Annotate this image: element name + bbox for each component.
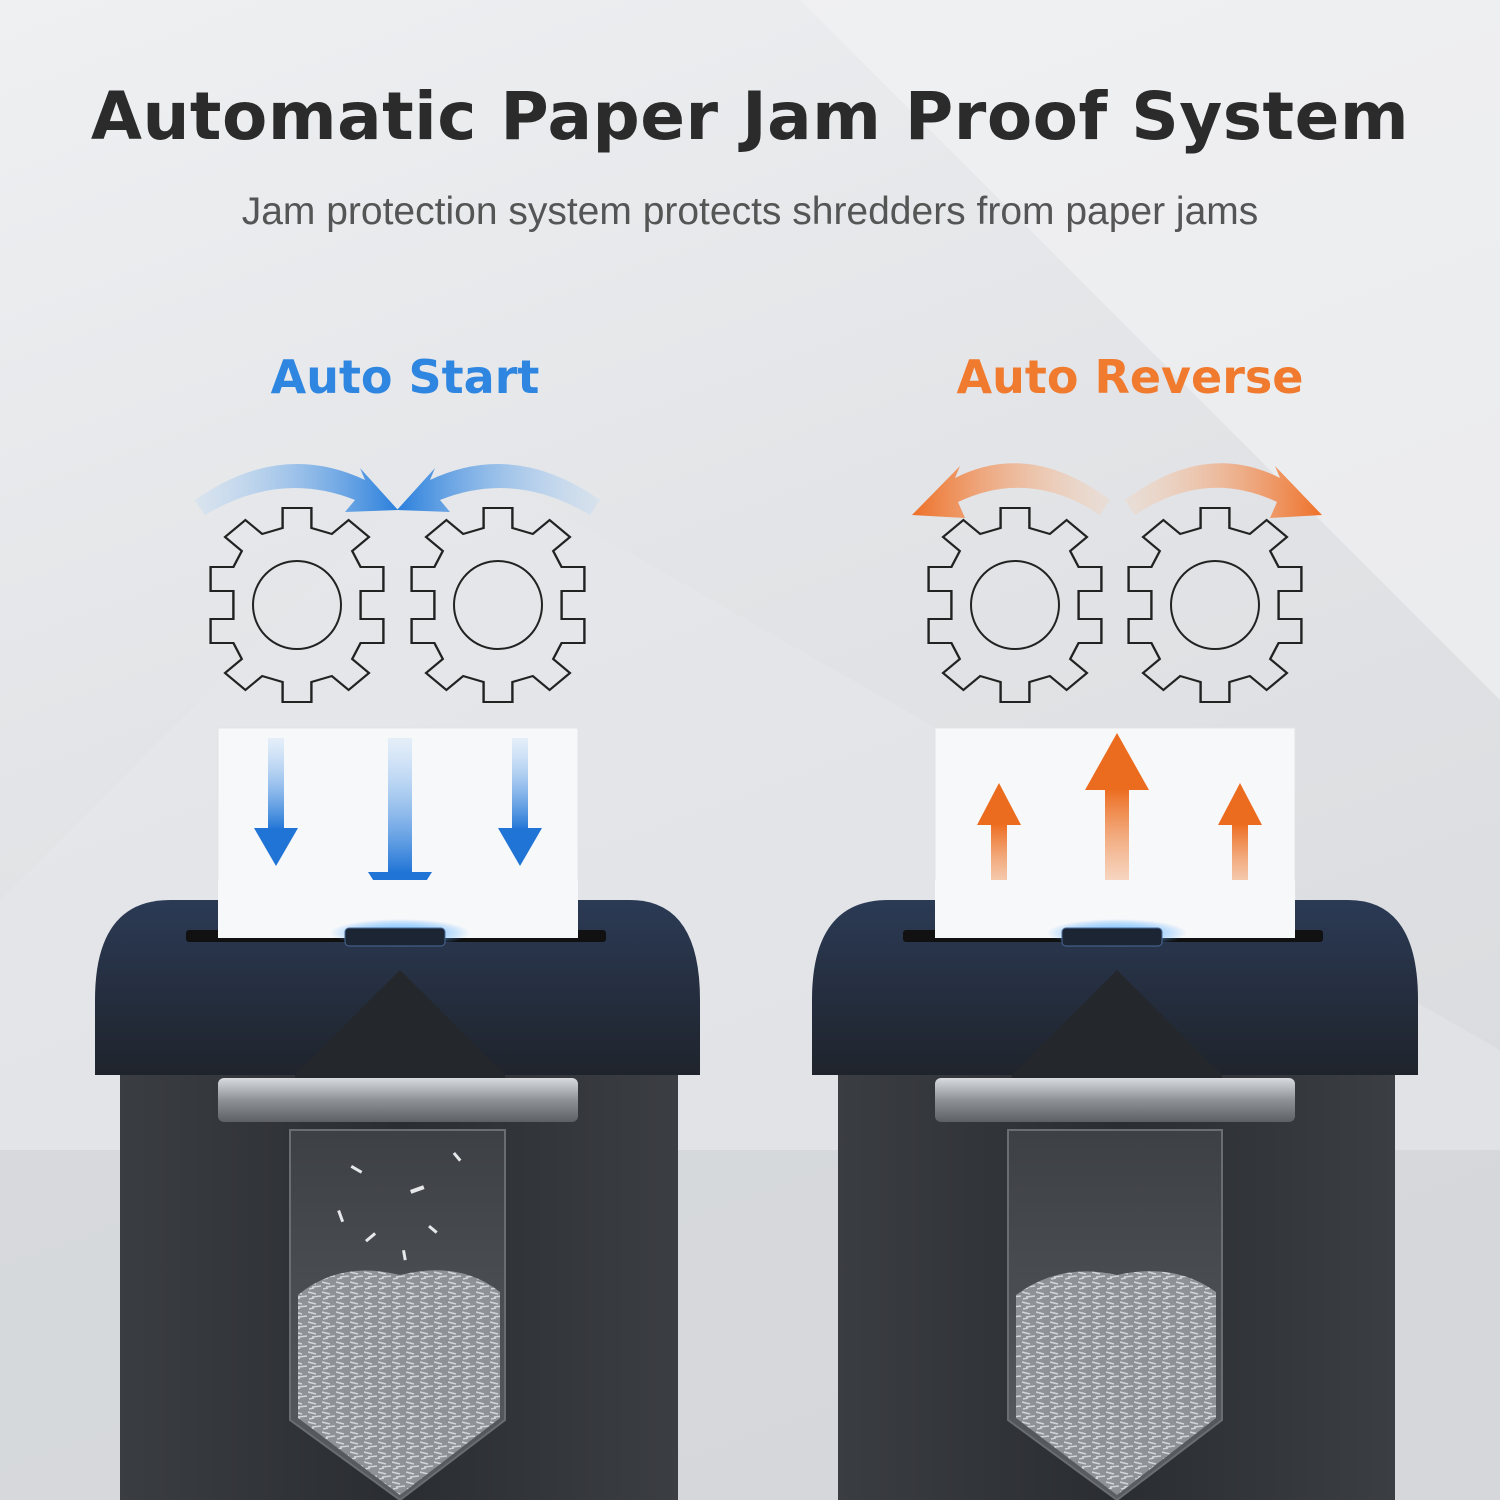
- gear-icon: [410, 507, 586, 703]
- page-title: Automatic Paper Jam Proof System: [90, 78, 1410, 155]
- rotation-arrow-icon: [397, 464, 600, 515]
- handle: [935, 1078, 1295, 1122]
- auto-reverse-panel: [812, 463, 1418, 1500]
- auto-reverse-label: Auto Reverse: [956, 350, 1304, 404]
- gear-icon: [209, 507, 385, 703]
- rotation-arrow-icon: [195, 464, 398, 515]
- feed-arrow-icon: [254, 738, 298, 866]
- paper-shredder: [95, 880, 700, 1500]
- gear-icon: [1127, 507, 1303, 703]
- auto-start-panel: [95, 464, 700, 1500]
- page-subtitle: Jam protection system protects shredders…: [241, 190, 1259, 233]
- rotation-arrow-icon: [912, 463, 1110, 518]
- feed-arrow-icon: [498, 738, 542, 866]
- paper-shredder: [812, 880, 1418, 1500]
- handle: [218, 1078, 578, 1122]
- shredded-paper: [1016, 1271, 1216, 1495]
- gear-icon: [927, 507, 1103, 703]
- shredded-paper: [298, 1270, 500, 1495]
- rotation-arrow-icon: [1125, 463, 1322, 518]
- auto-start-label: Auto Start: [270, 350, 540, 404]
